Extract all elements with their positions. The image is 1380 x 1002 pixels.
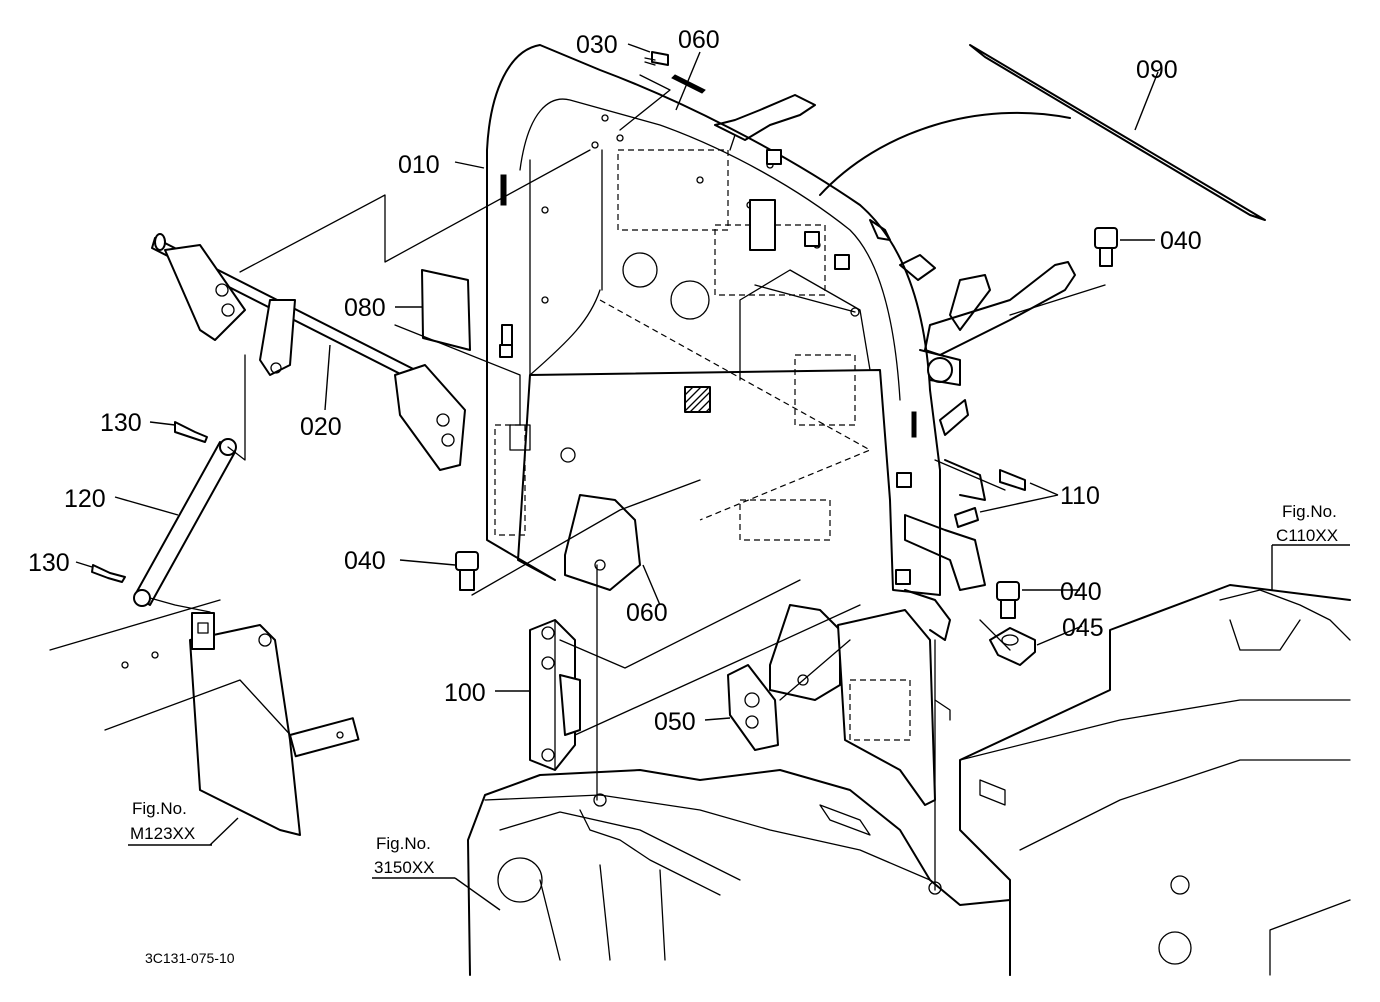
callout-130-lower: 130 (28, 549, 70, 577)
callouts: 030 060 010 090 040 080 020 130 120 130 … (28, 26, 1202, 736)
callout-045: 045 (1062, 614, 1104, 642)
figure-ref-label: Fig.No. (376, 834, 431, 853)
callout-130-upper: 130 (100, 409, 142, 437)
bolt-040-top-right (1094, 227, 1118, 267)
washer-045 (989, 627, 1036, 666)
figure-ref-label: Fig.No. (132, 799, 187, 818)
bolt-130-upper (174, 421, 208, 443)
bolt-110-lower (954, 507, 979, 528)
callout-050: 050 (654, 708, 696, 736)
link-120 (133, 438, 237, 607)
callout-060-top: 060 (678, 26, 720, 54)
figure-ref-number: C110XX (1276, 526, 1338, 545)
callout-010: 010 (398, 151, 440, 179)
callout-030: 030 (576, 31, 618, 59)
transmission-housing (467, 769, 1011, 976)
callout-060-bottom: 060 (626, 599, 668, 627)
callout-080: 080 (344, 294, 386, 322)
figure-ref-c110xx: Fig.No. C110XX (1272, 502, 1350, 546)
bolt-110-upper (999, 469, 1026, 491)
lower-support-brackets (564, 494, 951, 806)
bolt-030 (644, 51, 669, 66)
bolt-040-right (996, 581, 1020, 619)
main-panel-010 (486, 44, 941, 596)
callout-120: 120 (64, 485, 106, 513)
figure-ref-number: 3150XX (374, 858, 435, 877)
left-frame (49, 599, 360, 836)
panel-top-bracket (714, 94, 816, 151)
tractor-frame (959, 584, 1351, 976)
cable-090 (819, 44, 1266, 221)
plate-050 (727, 664, 779, 751)
hatched-label (684, 386, 711, 413)
callout-040-left: 040 (344, 547, 386, 575)
drawing-code: 3C131-075-10 (145, 950, 235, 966)
callout-110: 110 (1060, 482, 1100, 510)
plate-080 (421, 269, 471, 351)
bolt-040-left (455, 551, 479, 591)
leader-lines (75, 43, 1273, 911)
bolts (91, 51, 1118, 666)
panel-right-brackets (869, 219, 1076, 641)
callout-090: 090 (1136, 56, 1178, 84)
figure-ref-3150xx: Fig.No. 3150XX (372, 834, 455, 879)
callout-040-top-right: 040 (1160, 227, 1202, 255)
figure-ref-label: Fig.No. (1282, 502, 1337, 521)
pin-060-top (671, 74, 706, 94)
figure-ref-number: M123XX (130, 824, 195, 843)
strut-bracket-100 (529, 619, 581, 771)
left-switch-block (494, 424, 576, 536)
figure-ref-m123xx: Fig.No. M123XX (128, 799, 212, 846)
assembly-lines (149, 74, 1106, 891)
callout-040-right: 040 (1060, 578, 1102, 606)
bolt-130-lower (91, 564, 126, 583)
callout-100: 100 (444, 679, 486, 707)
rod-020 (151, 233, 466, 471)
callout-020: 020 (300, 413, 342, 441)
